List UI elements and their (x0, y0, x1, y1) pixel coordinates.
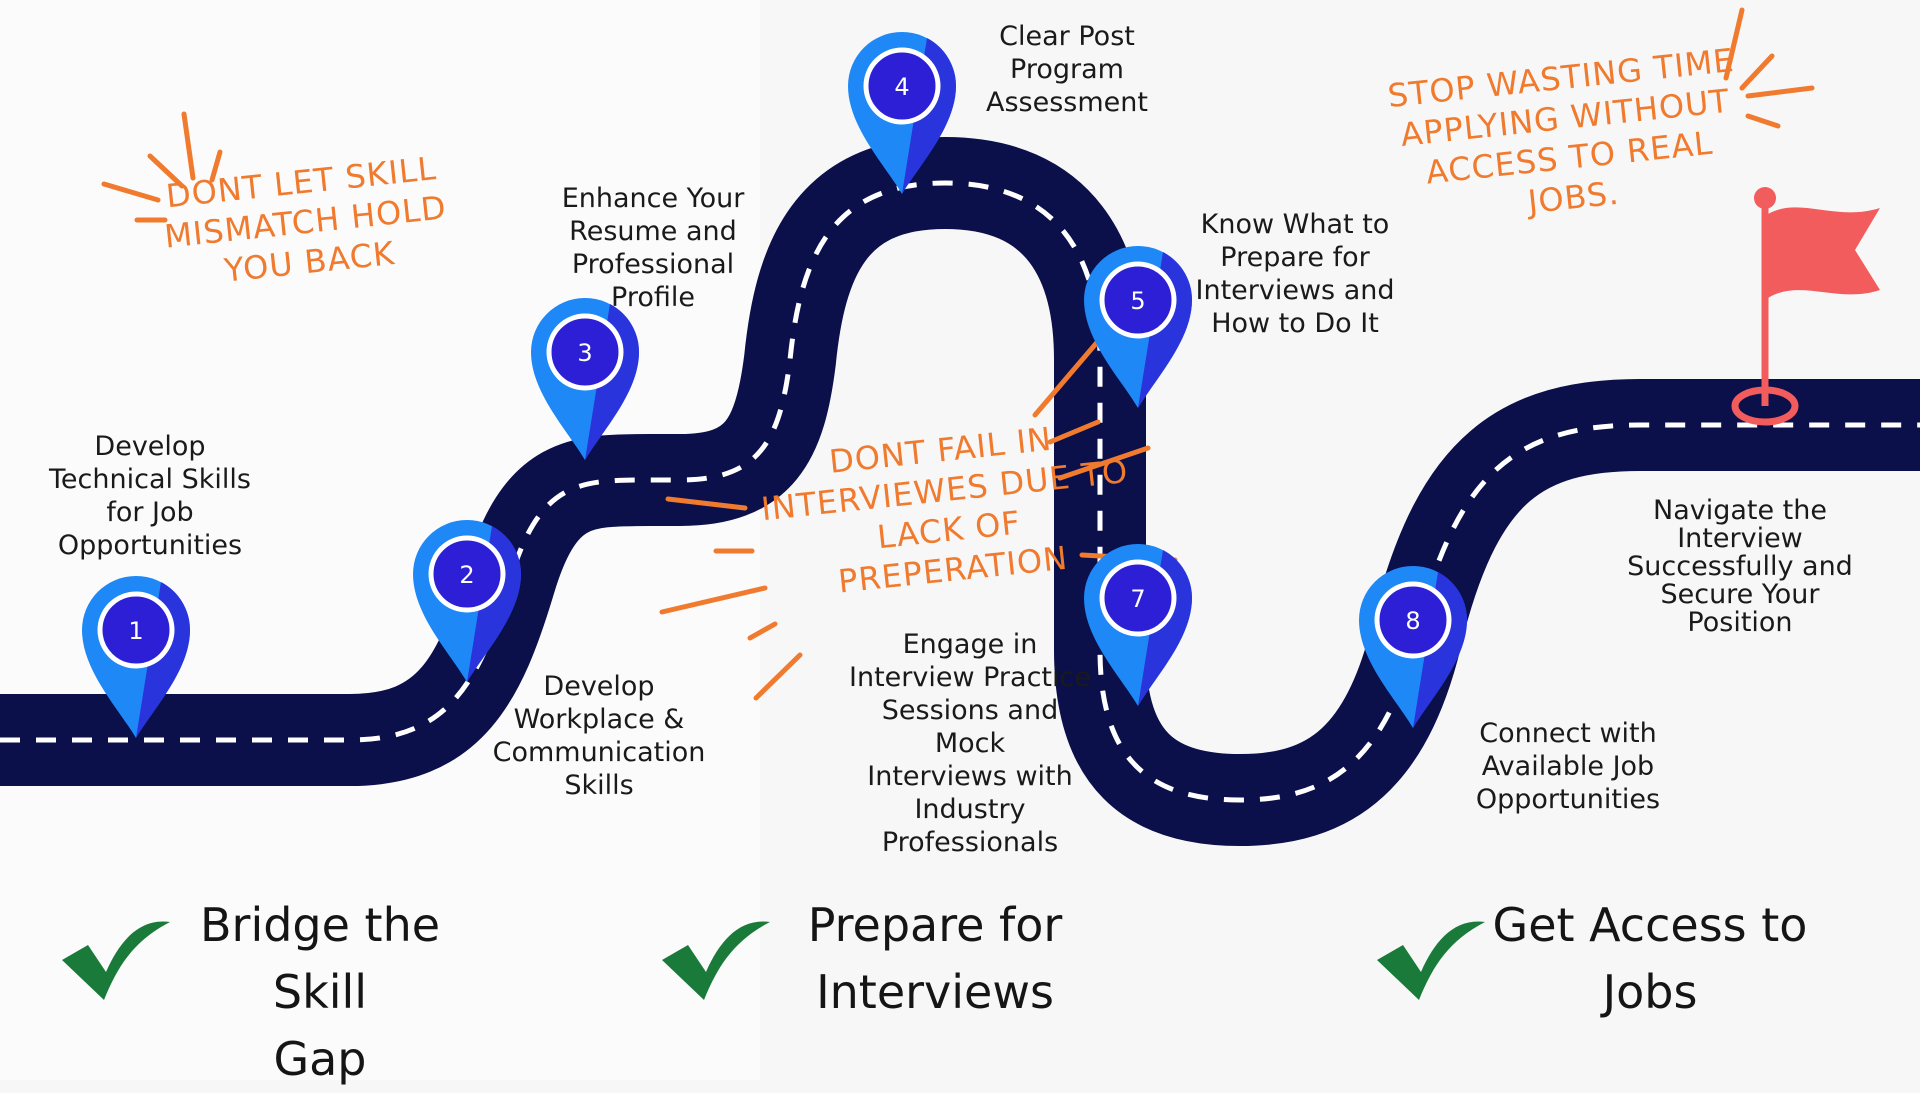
map-pins: 1 2 3 4 5 7 8 (81, 31, 1468, 738)
goal-flag-icon (1731, 187, 1880, 426)
step-2-label: Develop Workplace & Communication Skills (492, 671, 706, 801)
pin-number: 7 (1130, 585, 1145, 613)
step-4-label: Clear Post Program Assessment (986, 21, 1148, 118)
benefit-interviews: Prepare for Interviews (807, 898, 1063, 1019)
benefit-jobs: Get Access to Jobs (1492, 898, 1808, 1019)
step-7-label: Engage in Interview Practice Sessions an… (849, 629, 1091, 858)
step-5-label: Know What to Prepare for Interviews and … (1195, 209, 1395, 339)
pin-number: 8 (1405, 607, 1420, 635)
map-pin-icon: 8 (1359, 566, 1468, 728)
checkmark-icon-1 (62, 921, 170, 1000)
map-pin-icon: 3 (531, 298, 640, 460)
step-1-label: Develop Technical Skills for Job Opportu… (49, 431, 251, 561)
map-pin-icon: 7 (1084, 544, 1193, 706)
map-pin-icon: 4 (848, 31, 957, 194)
map-pin-icon: 5 (1084, 246, 1193, 408)
benefit-skill-gap: Bridge the Skill Gap (199, 898, 441, 1086)
pin-number: 2 (459, 561, 474, 589)
map-pin-icon: 2 (413, 520, 522, 682)
pin-number: 3 (577, 339, 592, 367)
step-3-label: Enhance Your Resume and Professional Pro… (561, 183, 745, 313)
background-left-panel (0, 0, 760, 1080)
map-pin-icon: 1 (81, 575, 191, 738)
checkmark-icon-2 (662, 921, 770, 1000)
pin-number: 4 (894, 73, 909, 101)
final-step-label: Navigate the Interview Successfully and … (1627, 495, 1853, 638)
pin-number: 1 (128, 617, 143, 645)
pin-number: 5 (1130, 287, 1145, 315)
checkmark-icon-3 (1377, 921, 1485, 1000)
step-8-label: Connect with Available Job Opportunities (1475, 718, 1661, 815)
